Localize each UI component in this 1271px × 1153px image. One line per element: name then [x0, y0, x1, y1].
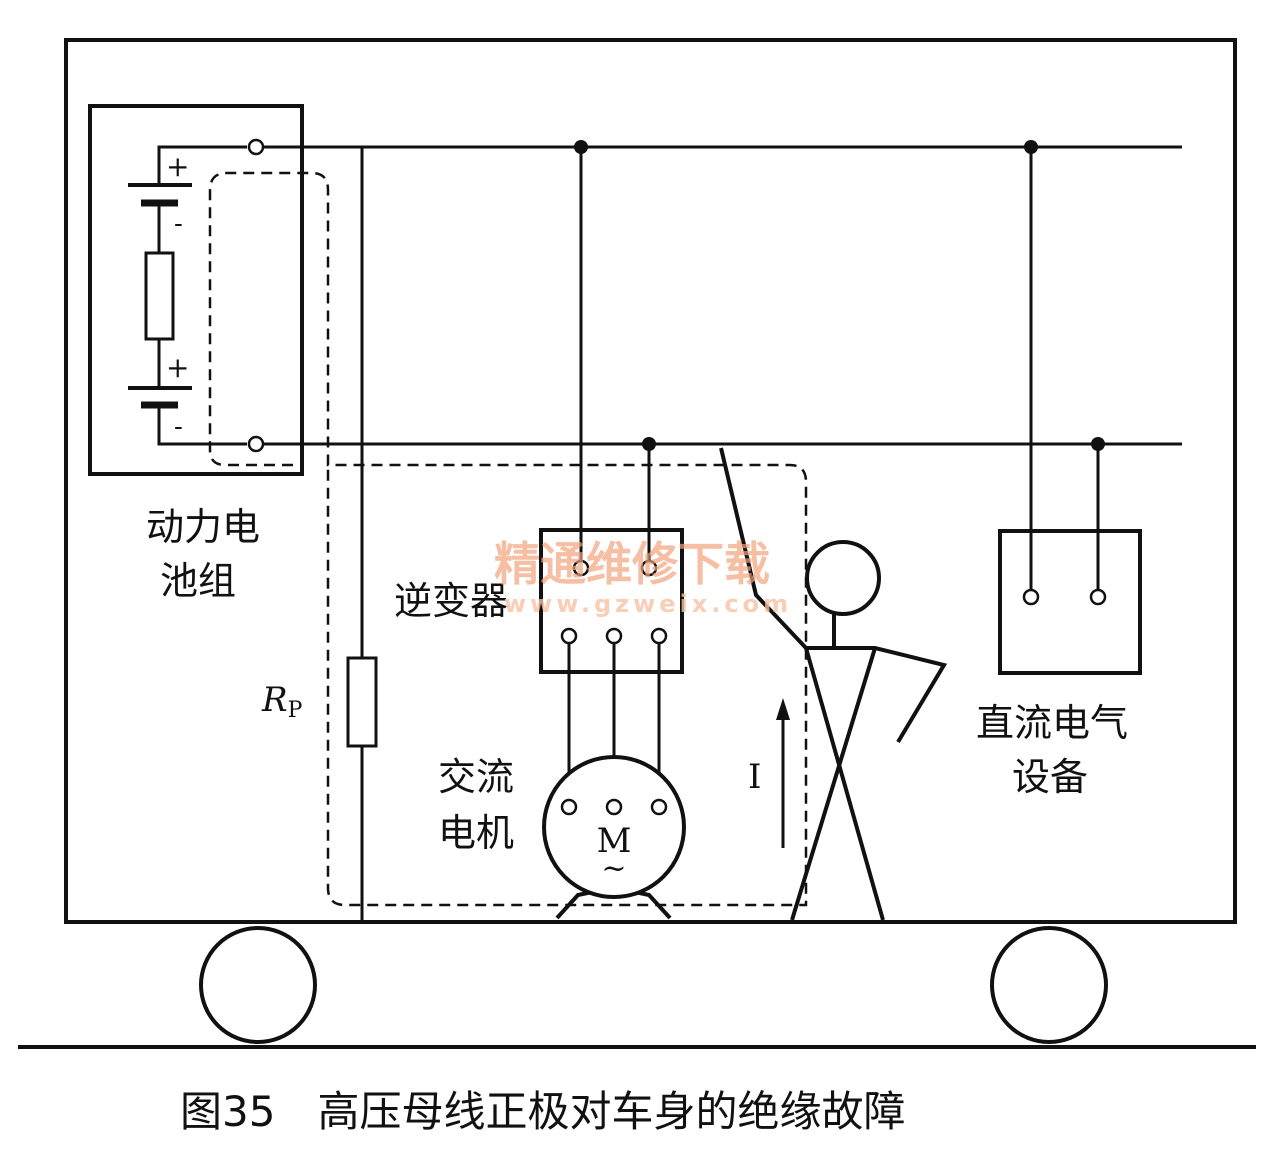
battery-plus-bottom: + — [166, 351, 189, 384]
motor-label-line1: 交流 — [438, 755, 514, 799]
dc-equipment — [998, 140, 1142, 675]
battery-label-line2: 池组 — [160, 559, 236, 603]
motor-label-line2: 电机 — [438, 811, 514, 855]
right-wheel — [990, 926, 1108, 1044]
battery-label-line1: 动力电 — [146, 505, 260, 549]
dc-terminal-1 — [1022, 588, 1040, 606]
inverter-ac-terminal-3 — [650, 627, 668, 645]
rp-resistor — [346, 656, 378, 748]
motor-terminal-1 — [560, 798, 578, 816]
motor-terminal-2 — [605, 798, 623, 816]
inverter — [539, 140, 684, 800]
left-wheel — [199, 926, 317, 1044]
rp-subscript: P — [288, 698, 303, 723]
dc-label-line2: 设备 — [1012, 755, 1088, 799]
inverter-ac-terminal-1 — [560, 627, 578, 645]
motor-tilde: ~ — [601, 851, 626, 886]
figure-caption: 图35 高压母线正极对车身的绝缘故障 — [180, 1087, 905, 1136]
current-label: I — [748, 757, 761, 797]
battery-negative-terminal — [247, 435, 265, 453]
person-head — [805, 540, 881, 616]
vehicle-body — [64, 38, 1237, 924]
battery-plus-top: + — [166, 150, 189, 183]
watermark-url: www.gzweix.com — [504, 590, 792, 618]
battery-positive-terminal — [247, 138, 265, 156]
current-arrowhead — [776, 698, 790, 720]
inverter-label: 逆变器 — [394, 579, 508, 623]
battery-minus-bottom: - — [174, 412, 183, 442]
dc-terminal-2 — [1089, 588, 1107, 606]
dc-label-line1: 直流电气 — [976, 701, 1128, 745]
battery-internal-resistor — [144, 251, 175, 341]
watermark-title: 精通维修下载 — [494, 537, 770, 591]
fault-current-path — [208, 171, 808, 907]
rp-label: RP — [261, 680, 303, 723]
inverter-dc-terminal-2 — [640, 559, 658, 577]
motor-symbol: M — [597, 821, 632, 861]
person-figure — [719, 447, 948, 921]
ac-motor: M ~ — [542, 755, 686, 920]
inverter-ac-terminal-2 — [605, 627, 623, 645]
battery-pack: + - + - — [88, 104, 304, 476]
battery-minus-top: - — [174, 209, 183, 239]
motor-terminal-3 — [650, 798, 668, 816]
inverter-dc-terminal-1 — [572, 559, 590, 577]
